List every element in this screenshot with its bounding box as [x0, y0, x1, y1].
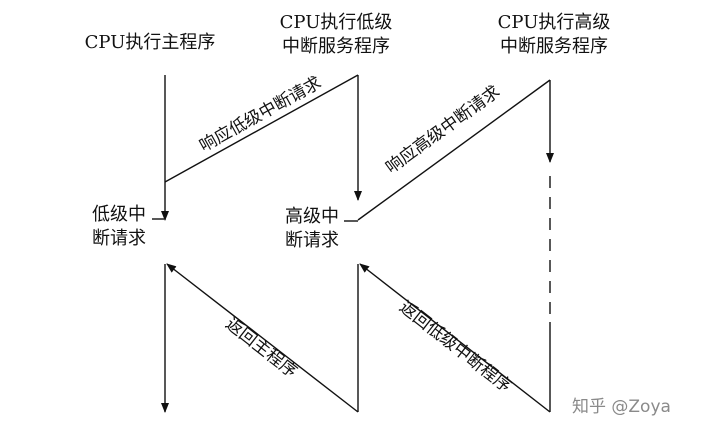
watermark: 知乎 @Zoya	[572, 397, 671, 417]
return-low-arrow	[359, 263, 551, 413]
return-low-label: 返回低级中断程序	[395, 297, 514, 396]
main-program-label: CPU执行主程序	[85, 32, 216, 53]
return-main-arrow	[166, 263, 359, 413]
low-interrupt-request-line2: 断请求	[92, 228, 146, 249]
respond-high-arrow	[357, 79, 551, 221]
return-main-label: 返回主程序	[221, 314, 300, 382]
respond-low-arrow	[164, 74, 359, 183]
high-interrupt-request-line1: 高级中	[285, 206, 339, 227]
low-interrupt-request-line1: 低级中	[92, 204, 146, 225]
respond-low-label: 响应低级中断请求	[196, 73, 325, 156]
low-isr-label-line1: CPU执行低级	[280, 12, 393, 33]
high-isr-label-line1: CPU执行高级	[498, 12, 611, 33]
respond-high-label: 响应高级中断请求	[382, 82, 504, 178]
low-isr-label-line2: 中断服务程序	[282, 36, 390, 57]
high-interrupt-request-line2: 断请求	[285, 230, 339, 251]
high-isr-label-line2: 中断服务程序	[500, 36, 608, 57]
